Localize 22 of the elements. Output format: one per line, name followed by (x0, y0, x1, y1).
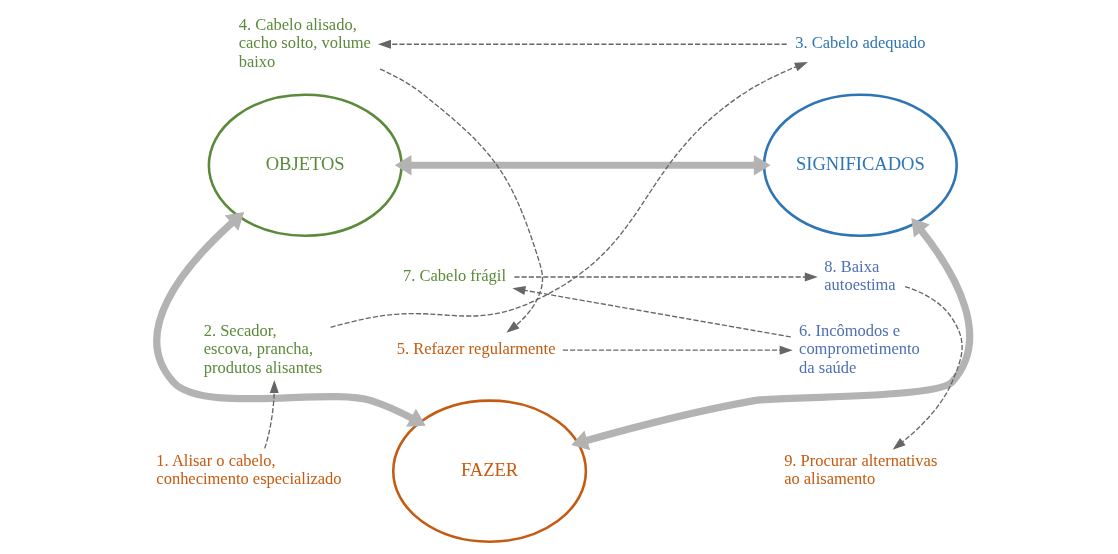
node-ellipse: FAZER (391, 399, 588, 543)
node-text: 2. Secador, escova, prancha, produtos alisantes (203, 320, 323, 377)
node-text: 9. Procurar alternativas ao alisamento (784, 450, 938, 489)
node-text: 7. Cabelo frágil (403, 265, 506, 285)
arrow (892, 285, 963, 450)
node-text: 4. Cabelo alisado, cacho solto, volume baixo (238, 14, 371, 71)
arrow (153, 212, 426, 427)
arrow (379, 68, 544, 333)
arrow (394, 155, 771, 176)
arrow (264, 380, 279, 449)
arrow (571, 218, 974, 451)
node-text: 3. Cabelo adequado (795, 33, 926, 53)
arrow (378, 39, 788, 49)
arrow (562, 345, 793, 355)
arrow (513, 272, 818, 282)
arrow (329, 62, 808, 328)
node-text: 6. Incômodos e comprometimento da saúde (799, 320, 920, 377)
node-ellipse: OBJETOS (207, 93, 403, 238)
node-text: 5. Refazer regularmente (396, 339, 556, 359)
node-text: 8. Baixa autoestima (824, 256, 896, 295)
arrow (512, 285, 792, 338)
node-text: 1. Alisar o cabelo, conhecimento especializado (156, 450, 342, 489)
